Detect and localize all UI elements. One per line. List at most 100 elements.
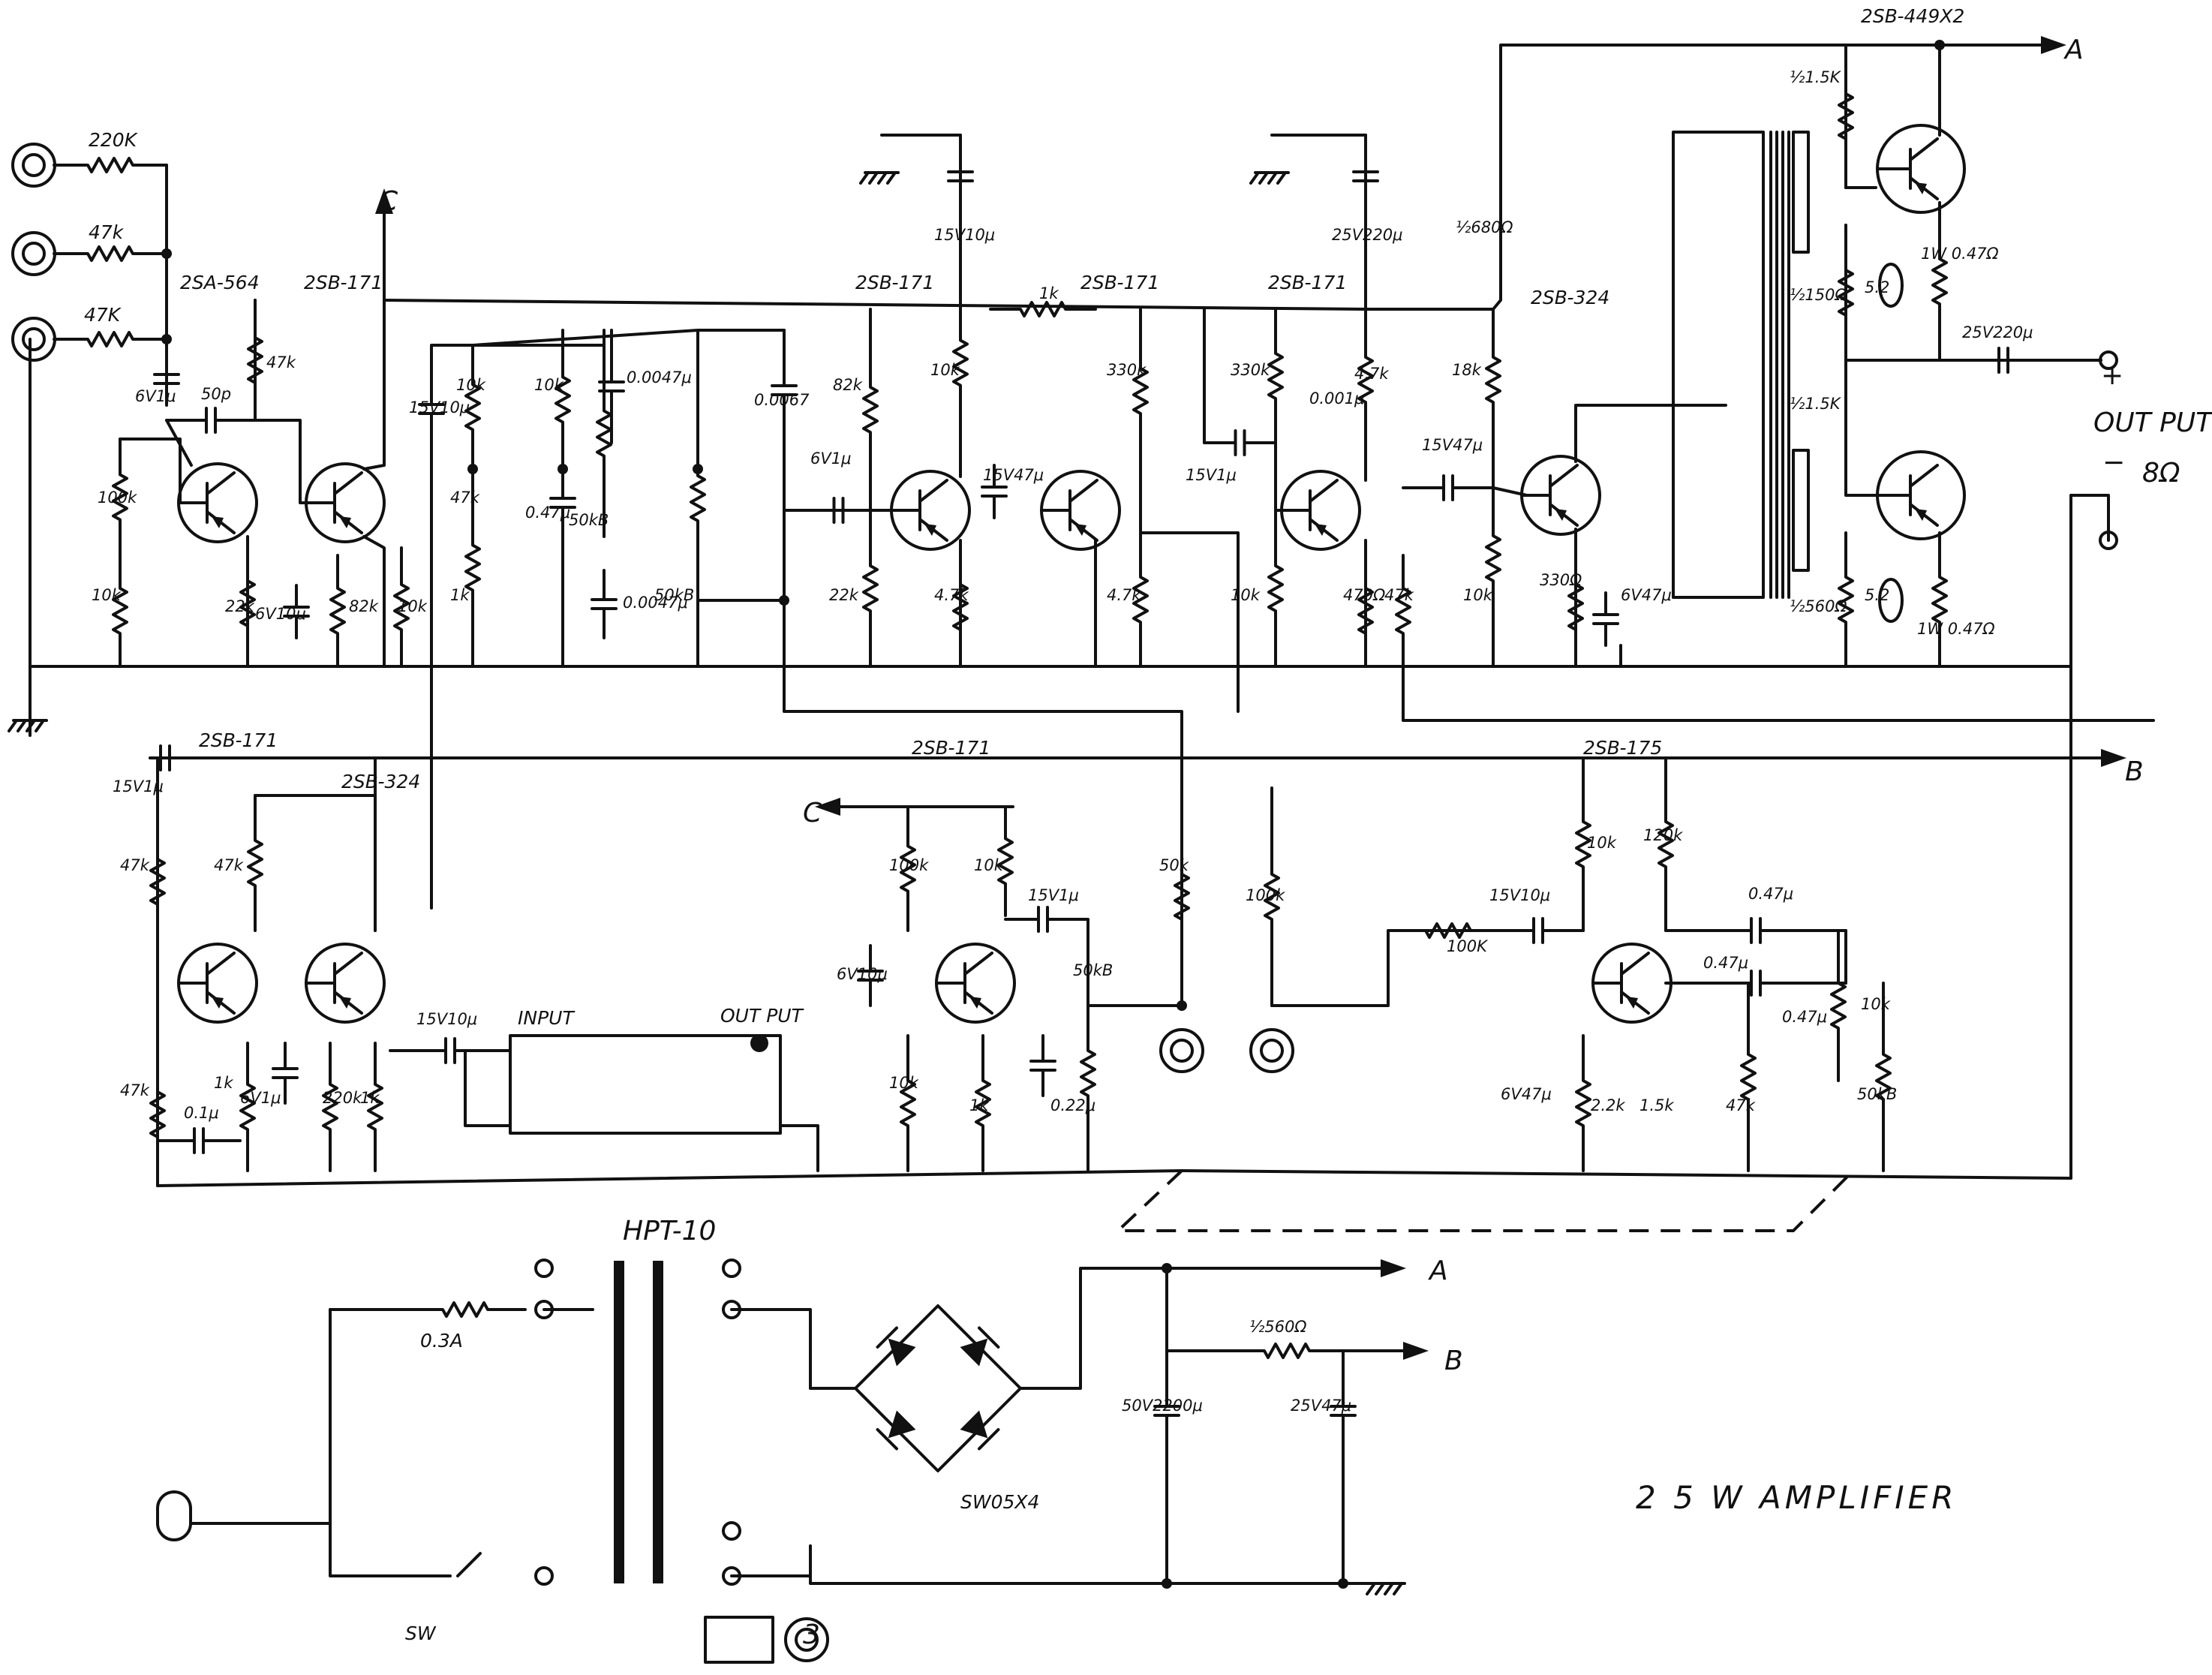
r-10k-g-label: 10k (1463, 586, 1493, 604)
wire (1844, 359, 1877, 497)
q9-label: 2SB-171 (912, 737, 990, 759)
resistor (1875, 982, 1892, 1172)
jack-outer (11, 231, 56, 276)
c-25v220-a-label: 25V220μ (1332, 226, 1403, 244)
switch-label: SW (405, 1622, 437, 1644)
output-label: OUT PUT (2093, 407, 2212, 438)
lamp-a-label: 5.2 (1865, 278, 1889, 296)
resistor-body (239, 539, 256, 668)
lamp-a (1878, 263, 1904, 308)
resistor-body (404, 1301, 527, 1318)
capacitor (947, 134, 974, 219)
resistor (1267, 509, 1284, 668)
transistor (1591, 943, 1673, 1024)
jack-outer (1249, 1028, 1294, 1073)
transistor-collector (1620, 952, 1650, 976)
c-6v1-label: 6V1μ (810, 450, 851, 468)
transistor-collector (963, 952, 993, 976)
capacitor (1203, 429, 1277, 456)
c-15v47-b-label: 15V47μ (1422, 436, 1483, 454)
r-10k-e-label: 10k (930, 361, 960, 379)
bridge-label: SW05X4 (960, 1491, 1039, 1513)
resistor (1740, 982, 1757, 1172)
resistor-body (1357, 308, 1374, 452)
components (8, 36, 2126, 1664)
ground-symbol (1366, 1582, 1406, 1595)
capacitor (153, 351, 180, 407)
r-50k-label: 50k (1159, 856, 1189, 874)
resistor (239, 1042, 256, 1172)
resistor (1830, 929, 1847, 1082)
r-15k-a-label: ½1.5K (1790, 68, 1842, 86)
resistor (1357, 308, 1374, 452)
terminal (534, 1259, 554, 1278)
transistor-collector (333, 952, 363, 976)
q7-label: 2SB-171 (199, 729, 278, 751)
ground-hatch (1366, 1582, 1376, 1595)
capacitor (283, 584, 310, 639)
jack-outer (11, 317, 56, 362)
resistor (1838, 531, 1854, 668)
output-block-label: OUT PUT (720, 1005, 804, 1027)
resistor-body (53, 157, 168, 173)
transistor (1040, 470, 1121, 551)
r-in1-label: 220K (89, 129, 139, 151)
resistor-body (1132, 308, 1149, 474)
resistor (464, 344, 481, 471)
resistor-body (1838, 531, 1854, 668)
resistor-body (1838, 44, 1854, 189)
wire (156, 1169, 1183, 1187)
r-680-a-label: ½680Ω (1456, 218, 1513, 236)
q3-label: 2SB-171 (855, 272, 934, 293)
c-15v1-c-label: 15V1μ (1028, 886, 1079, 904)
capacitor (272, 1042, 299, 1105)
resistor (900, 805, 916, 932)
resistor-body (53, 245, 168, 262)
jack (1159, 1028, 1204, 1073)
transistor-collector (206, 952, 236, 976)
resistor-body (1395, 554, 1411, 668)
resistor (1229, 1343, 1345, 1359)
rail-c-label-top: C (379, 186, 398, 217)
jack-inner (22, 242, 46, 266)
output-marker (750, 1034, 768, 1052)
output-plus-label: + (2101, 360, 2123, 391)
resistor (329, 554, 346, 668)
wire (1139, 531, 1240, 713)
r-100k-d-label: 100K (1447, 937, 1489, 955)
q8-label: 2SB-324 (341, 771, 420, 792)
r-1k-d-label: 1k (360, 1089, 380, 1107)
transistor (1520, 455, 1601, 536)
capacitor (598, 329, 625, 444)
resistor-body (464, 344, 481, 471)
resistor (1838, 44, 1854, 189)
arrow-right (2101, 749, 2126, 767)
arrow-right (2041, 36, 2066, 54)
transistor-collector (918, 479, 948, 503)
c-022-label: 0.22μ (1050, 1096, 1095, 1114)
jack-inner (22, 153, 46, 177)
resistor (690, 329, 706, 668)
pot-50kb-a-label: 50kB (569, 511, 609, 529)
resistor (1132, 531, 1149, 668)
diode (876, 1410, 916, 1451)
terminal (2099, 531, 2118, 550)
resistor (53, 331, 168, 347)
resistor (1264, 786, 1280, 1007)
resistor (247, 299, 263, 422)
ground-hatch (26, 719, 36, 732)
diode-bar (978, 1428, 1000, 1451)
resistor-body (989, 301, 1097, 317)
c-in-label: 6V1μ (135, 387, 176, 405)
resistor-body (329, 554, 346, 668)
transistor (177, 462, 258, 543)
capacitor (591, 569, 618, 639)
transistor (1876, 124, 1966, 214)
wire (809, 1544, 1390, 1585)
terminal (2099, 350, 2118, 370)
r-10k-b-label: 10k (398, 597, 428, 615)
terminal (722, 1566, 741, 1586)
wire (1019, 1267, 1382, 1390)
resistor (1931, 531, 1948, 668)
ground-hatch (859, 171, 870, 185)
